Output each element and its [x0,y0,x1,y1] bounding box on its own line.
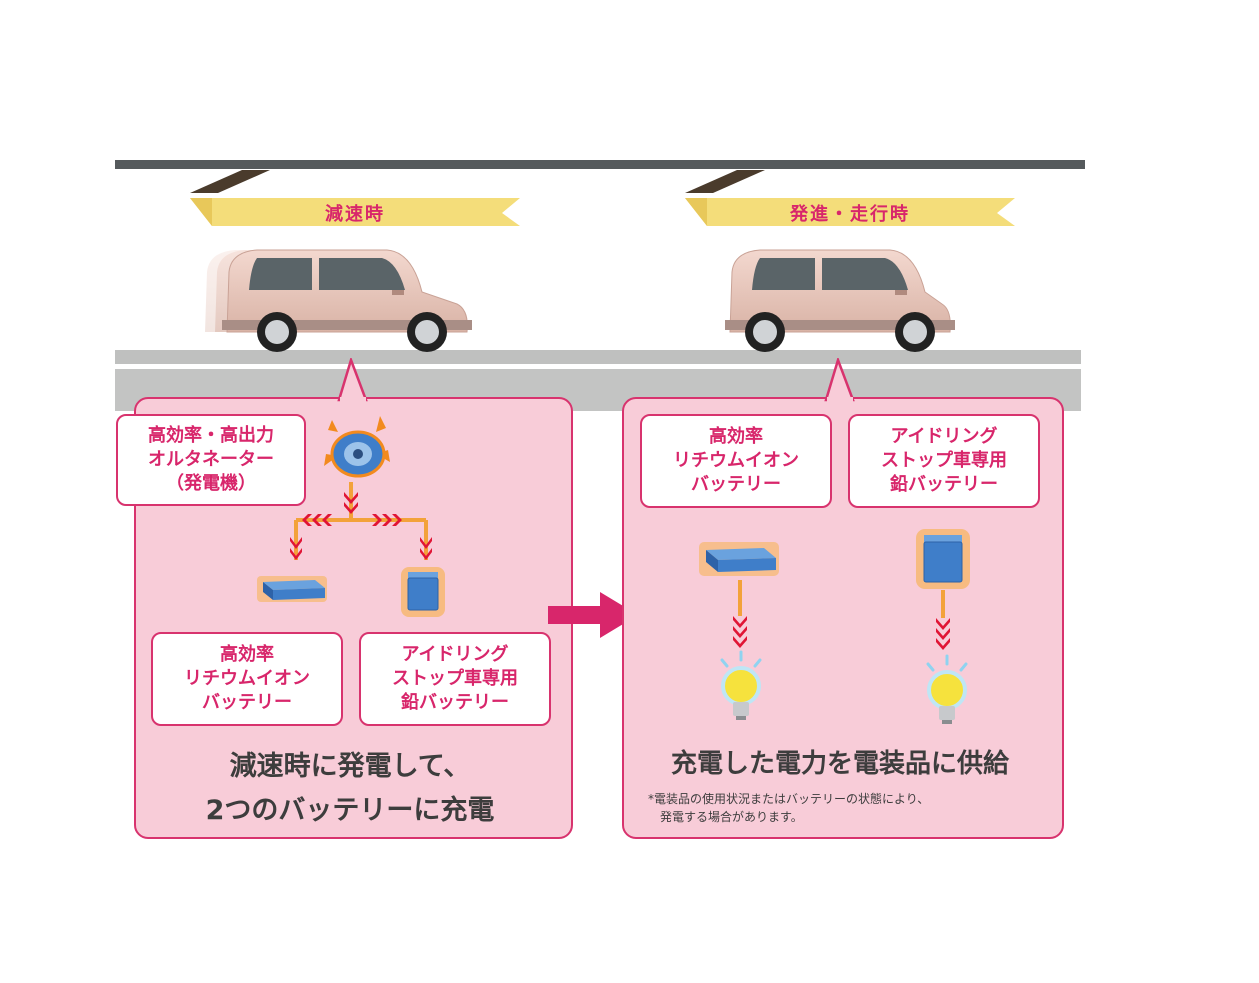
flow-arrow-icon [548,592,638,638]
flow-arrow-icon [733,580,747,648]
light-bulb-icon [926,654,968,724]
car-icon [205,249,472,352]
lithium-battery-icon [699,542,779,576]
ribbon-decel [190,170,520,226]
battery-lithium-label-left: 高効率 リチウムイオン バッテリー [151,632,343,726]
ribbon-decel-label: 減速時 [325,204,385,225]
ribbon-accel-label: 発進・走行時 [790,204,910,225]
battery-lead-label-right: アイドリング ストップ車専用 鉛バッテリー [848,414,1040,508]
lead-battery-icon [916,529,970,589]
car-icon [725,249,955,352]
flow-arrow-icon [936,590,950,650]
footnote: *電装品の使用状況またはバッテリーの状態により、 発電する場合があります。 [648,792,930,824]
battery-lead-label-left: アイドリング ストップ車専用 鉛バッテリー [359,632,551,726]
lithium-battery-icon [257,576,327,602]
lead-battery-icon [401,567,445,617]
light-bulb-icon [720,650,762,720]
ribbon-accel [685,170,1015,226]
caption-decel: 減速時に発電して、 2つのバッテリーに充電 [205,751,495,826]
panel-accel-pointer [824,358,855,402]
flow-arrow-icon [290,482,432,560]
battery-lithium-label-right: 高効率 リチウムイオン バッテリー [640,414,832,508]
panel-decel-pointer [337,358,368,402]
alternator-icon [324,416,390,478]
caption-accel: 充電した電力を電装品に供給 [670,749,1009,779]
top-rail [115,160,1085,169]
alternator-label: 高効率・高出力 オルタネーター （発電機） [116,414,306,506]
